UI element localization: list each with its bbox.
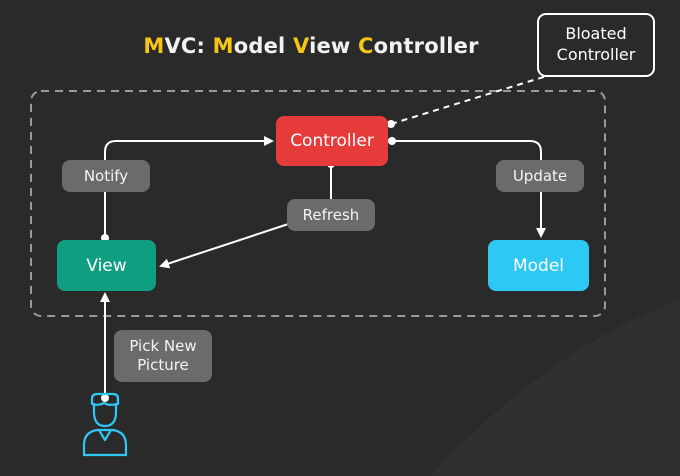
view-node: View <box>57 240 156 291</box>
mvc-boundary <box>30 90 606 317</box>
title-part: iew <box>309 34 359 58</box>
update-label: Update <box>496 160 584 192</box>
edge-controller-to-model <box>392 140 546 238</box>
title-part: V <box>292 34 310 58</box>
notify-label: Notify <box>62 160 150 192</box>
controller-node: Controller <box>276 116 388 166</box>
title-part: M <box>212 34 234 58</box>
callout-connector-dot <box>387 120 395 128</box>
pick-new-picture-line: Picture <box>137 356 189 374</box>
edge-user-to-view-dot <box>101 394 109 402</box>
model-node: Model <box>488 240 589 291</box>
edge-view-to-controller <box>104 136 274 238</box>
edge-controller-to-model-dot <box>388 137 396 145</box>
callout-line: Controller <box>556 45 636 64</box>
pick-new-picture-line: Pick New <box>129 337 197 356</box>
diagram-title: MVC: Model View Controller <box>0 34 622 58</box>
title-part: VC: <box>164 34 213 58</box>
user-icon <box>82 392 128 457</box>
title-part: odel <box>233 34 293 58</box>
refresh-label: Refresh <box>287 199 375 231</box>
pick-new-picture-label: Pick New Picture <box>114 330 212 382</box>
title-part: ontroller <box>373 34 479 58</box>
callout-connector <box>390 74 551 125</box>
bloated-controller-callout: Bloated Controller <box>537 13 655 77</box>
title-part: C <box>358 34 374 58</box>
title-part: M <box>143 34 165 58</box>
callout-line: Bloated <box>565 24 627 44</box>
